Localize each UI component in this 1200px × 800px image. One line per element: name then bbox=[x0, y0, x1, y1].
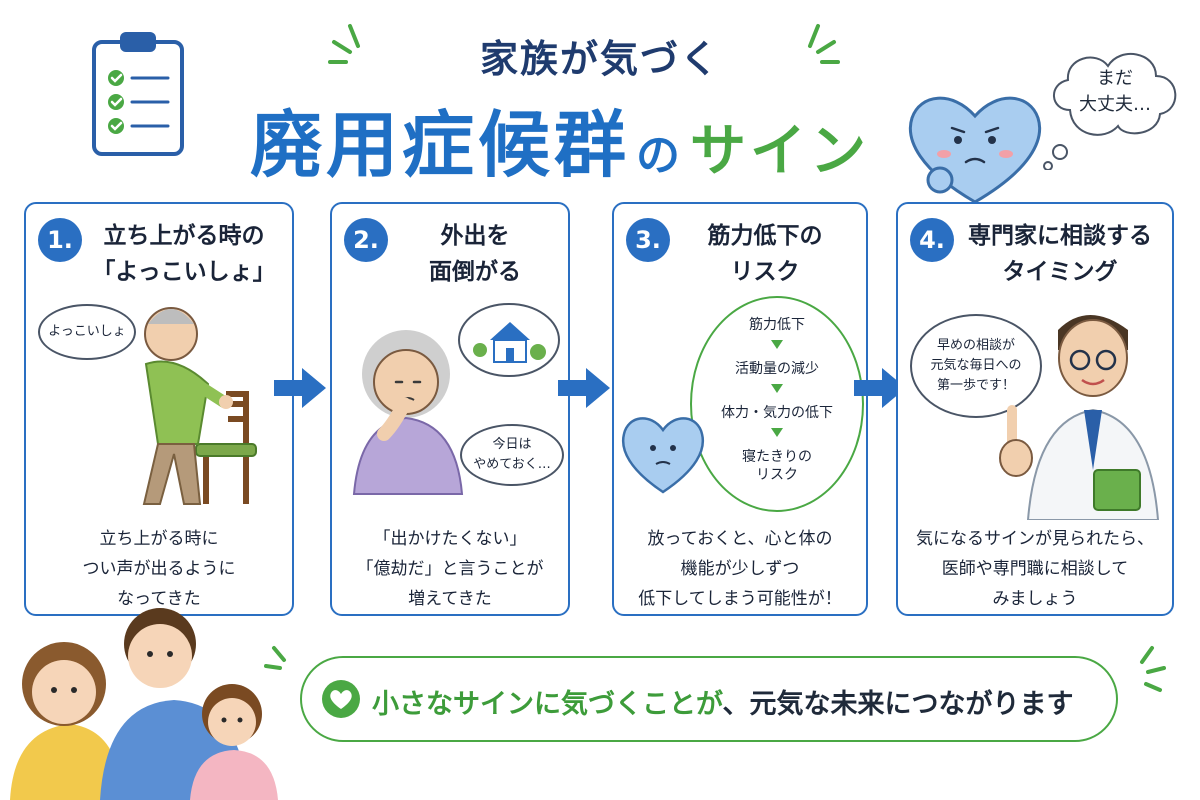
arrow-right-icon bbox=[854, 368, 906, 408]
sparkle-msg-right-icon bbox=[1140, 646, 1166, 692]
flow-arrow-icon bbox=[771, 384, 783, 393]
speech-bubble-4: 早めの相談が 元気な毎日への 第一歩です！ bbox=[910, 314, 1042, 418]
family-illustration bbox=[10, 608, 278, 800]
card-desc-2: 「出かけたくない」 「億劫だ」と言うことが 増えてきた bbox=[356, 529, 544, 609]
card-step-2: 2. 外出を 面倒がる 今日は やめておく… 「出かけたくない」 「億劫だ」と言… bbox=[330, 202, 570, 616]
doctor-icon bbox=[999, 315, 1160, 520]
flow-step-2: 活動量の減少 bbox=[735, 361, 819, 377]
clipboard-icon bbox=[92, 32, 184, 156]
step-number-3: 3. bbox=[626, 218, 670, 262]
flow-arrow-icon bbox=[771, 340, 783, 349]
card-title-2: 外出を 面倒がる bbox=[429, 223, 521, 285]
card-step-1: 1. 立ち上がる時の 「よっこいしょ」 よっこいしょ 立ち上がる時に つい声が出… bbox=[24, 202, 294, 616]
card-step-3: 3. 筋力低下の リスク 筋力低下 活動量の減少 体力・気力の低下 寝たきりの … bbox=[612, 202, 868, 616]
worried-heart-icon bbox=[621, 417, 705, 494]
footer-message-rest: 、元気な未来につながります bbox=[722, 689, 1074, 720]
flow-arrow-icon bbox=[771, 428, 783, 437]
flow-step-3: 体力・気力の低下 bbox=[721, 405, 833, 421]
house-thought-icon bbox=[458, 303, 560, 377]
heart-mascot-icon bbox=[908, 96, 1042, 204]
elderly-man-chair-icon bbox=[142, 307, 257, 505]
speech-bubble-2: 今日は やめておく… bbox=[460, 424, 564, 486]
step-number-4: 4. bbox=[910, 218, 954, 262]
risk-flow-oval: 筋力低下 活動量の減少 体力・気力の低下 寝たきりの リスク bbox=[690, 296, 864, 512]
title-main-text: 廃用症候群 bbox=[250, 103, 631, 187]
title-sign-text: サイン bbox=[690, 119, 871, 184]
thought-cloud-icon bbox=[1043, 52, 1177, 170]
card-title-3: 筋力低下の リスク bbox=[707, 223, 823, 285]
card-desc-1: 立ち上がる時に つい声が出るように なってきた bbox=[82, 529, 236, 609]
footer-message-box: 小さなサインに気づくことが、元気な未来につながります bbox=[300, 656, 1118, 742]
card-desc-3: 放っておくと、心と体の 機能が少しずつ 低下してしまう可能性が！ bbox=[638, 529, 842, 609]
card-title-1: 立ち上がる時の 「よっこいしょ」 bbox=[92, 223, 276, 285]
footer-message: 小さなサインに気づくことが、元気な未来につながります bbox=[372, 682, 1073, 721]
card-step-4: 4. 専門家に相談する タイミング 早めの相談が 元気な毎日への 第一歩です！ … bbox=[896, 202, 1174, 616]
heart-circle-icon bbox=[322, 680, 360, 718]
card-title-4: 専門家に相談する タイミング bbox=[968, 223, 1152, 285]
title-no-text: の bbox=[636, 130, 685, 181]
card-desc-4: 気になるサインが見られたら、 医師や専門職に相談して みましょう bbox=[916, 529, 1154, 609]
sparkle-left-icon bbox=[328, 24, 360, 64]
sparkle-right-icon bbox=[808, 24, 840, 64]
step-number-2: 2. bbox=[344, 218, 388, 262]
elderly-woman-icon bbox=[352, 330, 464, 495]
flow-step-4: 寝たきりの リスク bbox=[742, 449, 812, 483]
page-subtitle: 家族が気づく bbox=[479, 37, 720, 81]
flow-step-1: 筋力低下 bbox=[749, 317, 805, 333]
page-title: 廃用症候群のサイン bbox=[250, 86, 870, 191]
footer-message-highlight: 小さなサインに気づくことが bbox=[372, 689, 723, 720]
thought-text: まだ 大丈夫… bbox=[1079, 68, 1151, 115]
arrow-right-icon bbox=[558, 368, 610, 408]
step-number-1: 1. bbox=[38, 218, 82, 262]
sparkle-msg-left-icon bbox=[264, 646, 286, 670]
arrow-right-icon bbox=[274, 368, 326, 408]
speech-bubble-1: よっこいしょ bbox=[38, 304, 136, 360]
